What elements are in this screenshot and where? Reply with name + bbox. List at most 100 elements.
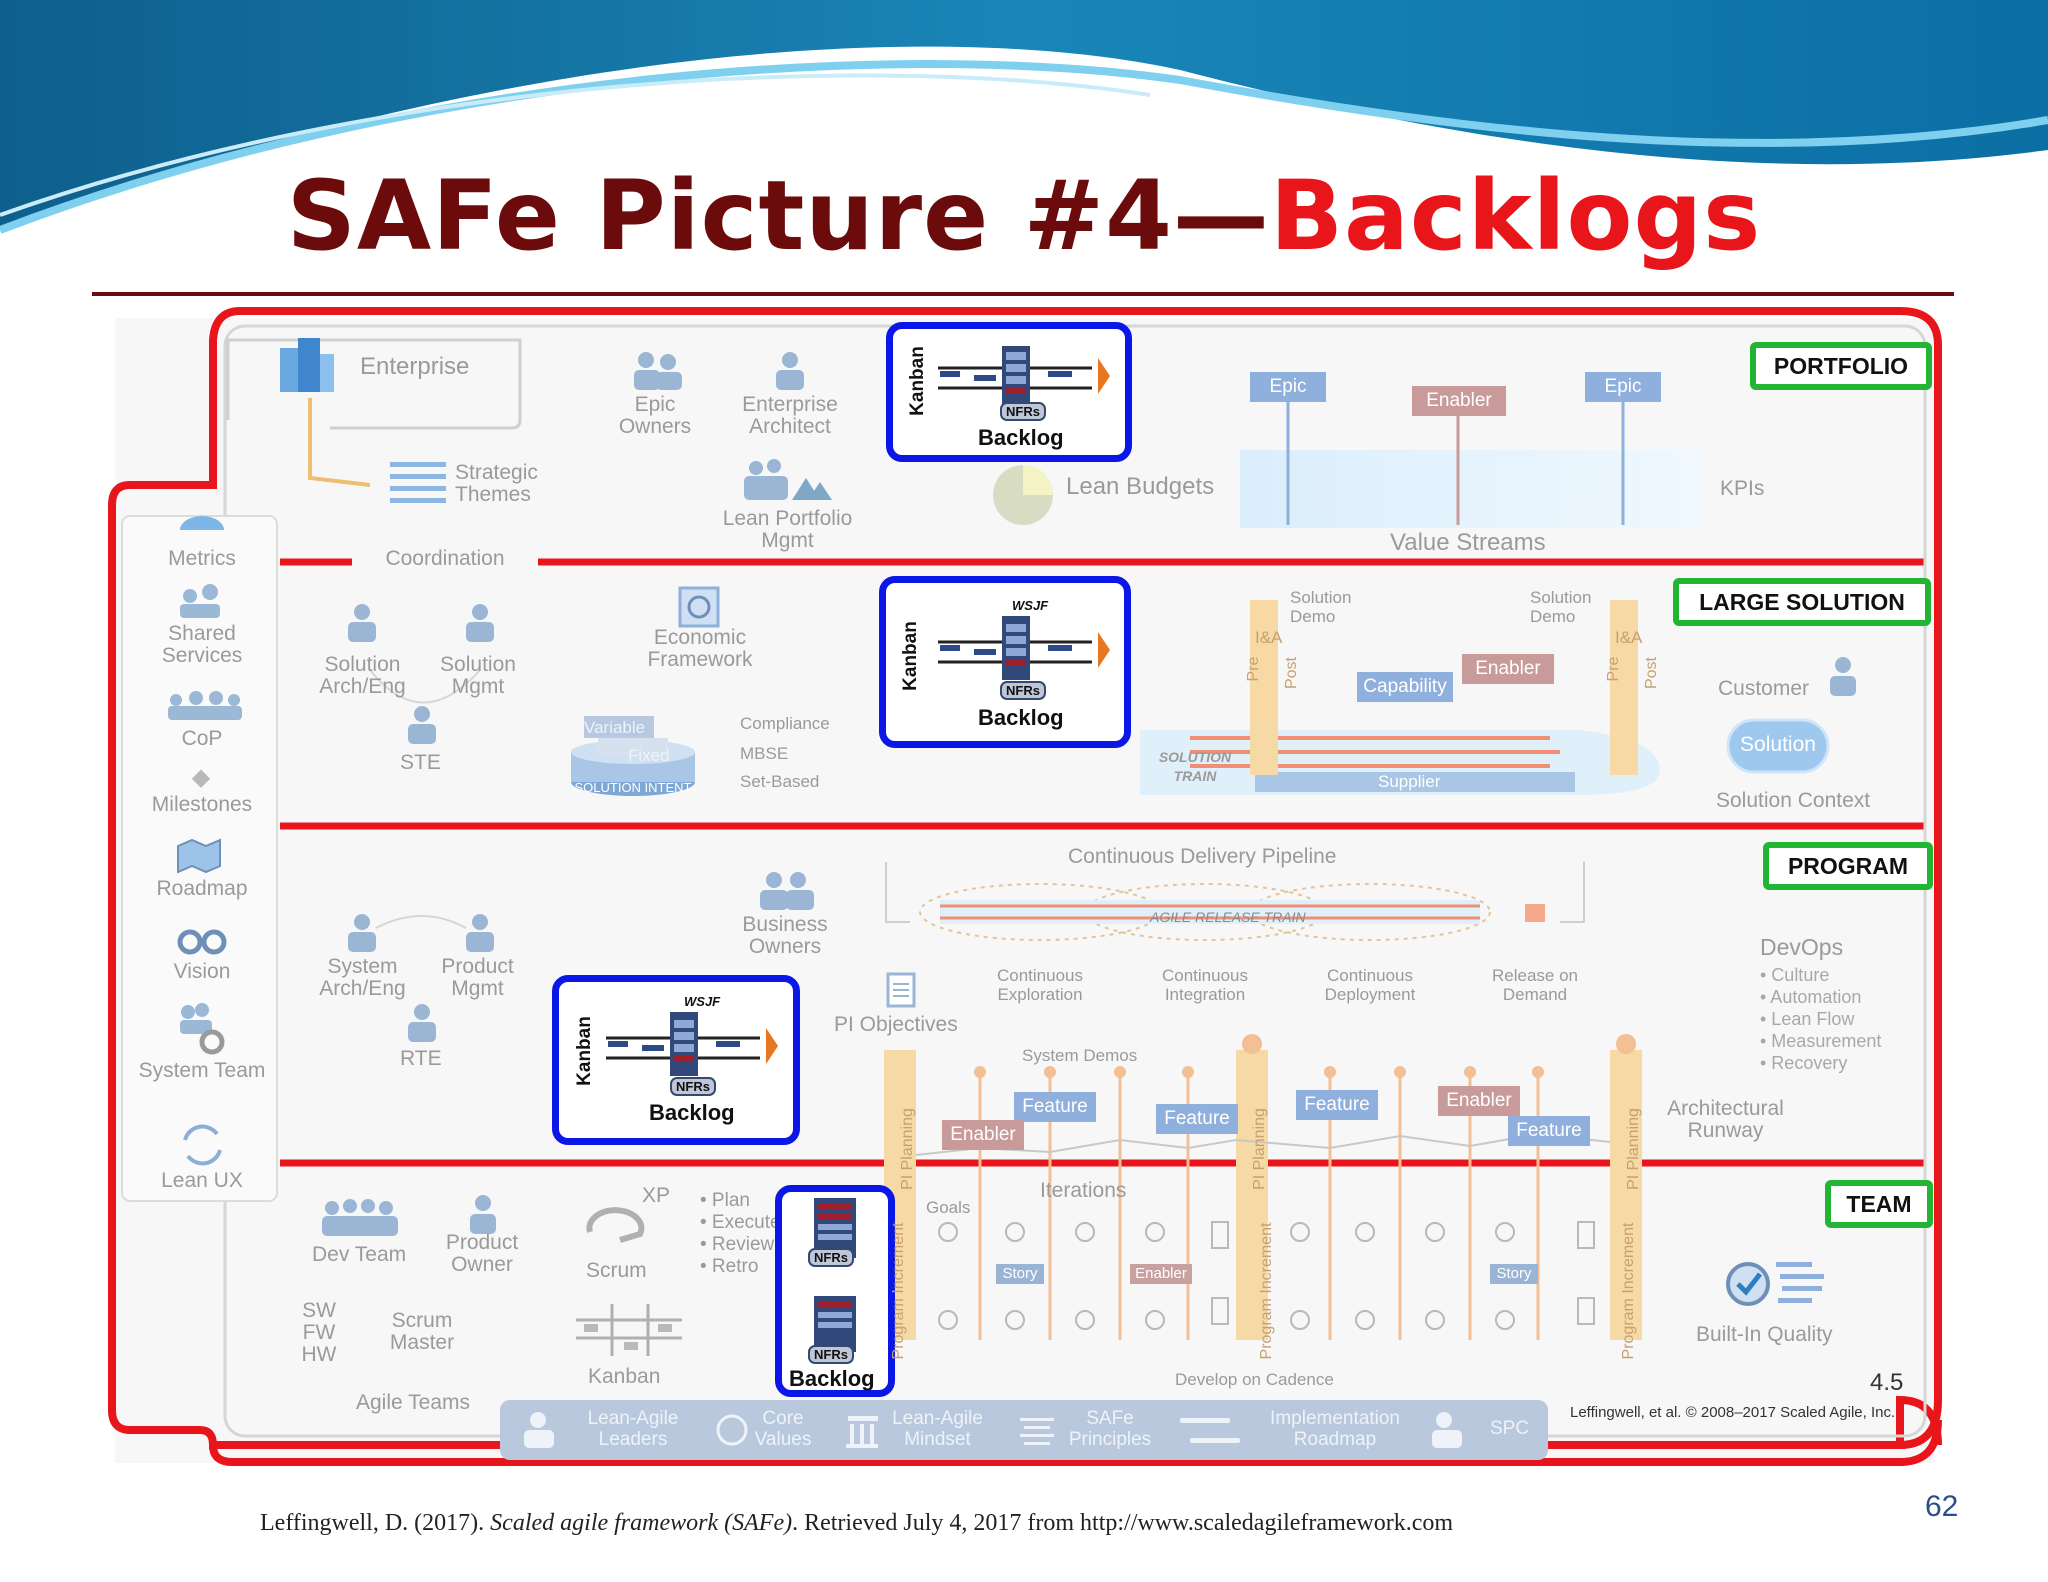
plan-item-plan: • Plan xyxy=(700,1190,750,1211)
sidebar-metrics: Metrics xyxy=(168,547,236,570)
value-streams-label: Value Streams xyxy=(1390,529,1546,556)
roadmap-foundation-icon xyxy=(1180,1418,1240,1443)
roadmap-icon xyxy=(177,838,221,874)
sidebar-vision: Vision xyxy=(173,960,231,983)
economic-framework-label: Economic Framework xyxy=(647,626,753,671)
portfolio-nfrs-label: NFRs xyxy=(1000,402,1046,421)
lean-portfolio-mgmt-icon xyxy=(744,459,832,500)
continuous-delivery-pipeline-graphic xyxy=(885,862,1585,941)
plan-item-retro: • Retro xyxy=(700,1256,759,1277)
foundation-bar xyxy=(500,1400,1548,1460)
foundation-lean-agile-mindset: Lean-Agile Mindset xyxy=(892,1408,983,1450)
post-label-1: Post xyxy=(1283,657,1300,690)
pi-planning-label-1: PI Planning xyxy=(899,1108,916,1190)
lean-ux-icon xyxy=(183,1124,222,1166)
sidebar-milestones: Milestones xyxy=(151,793,253,816)
feature-tag-3: Feature xyxy=(1296,1090,1378,1120)
solution-roles-icons xyxy=(348,604,494,744)
continuous-deployment-label: Continuous Deployment xyxy=(1324,966,1416,1004)
cop-icon xyxy=(168,691,242,720)
pre-label-1: Pre xyxy=(1245,656,1262,682)
ste-label: STE xyxy=(400,751,441,774)
enabler-tag-portfolio: Enabler xyxy=(1412,386,1506,416)
solution-train-graphic xyxy=(1140,600,1660,795)
devops-item-lean-flow: • Lean Flow xyxy=(1760,1009,1855,1029)
foundation-icons xyxy=(524,1412,1462,1448)
solution-intent-icon xyxy=(571,716,695,796)
level-portfolio: PORTFOLIO xyxy=(1750,342,1932,390)
citation-title: Scaled agile framework (SAFe) xyxy=(490,1510,793,1536)
fixed-label: Fixed xyxy=(628,746,670,765)
program-increment-label-3: Program Increment xyxy=(1620,1222,1637,1360)
epic-tag-2: Epic xyxy=(1585,372,1661,402)
epic-owners-label: Epic Owners xyxy=(618,393,692,438)
pi-planning-label-2: PI Planning xyxy=(1251,1108,1268,1190)
story-tag-2: Story xyxy=(1490,1264,1538,1284)
pi-planning-label-3: PI Planning xyxy=(1625,1108,1642,1190)
citation: Leffingwell, D. (2017). Scaled agile fra… xyxy=(260,1510,1453,1537)
header-wave xyxy=(0,0,2048,234)
compliance-label: Compliance xyxy=(740,714,830,733)
continuous-exploration-label: Continuous Exploration xyxy=(996,966,1083,1004)
program-wsjf-label: WSJF xyxy=(684,994,721,1009)
develop-on-cadence-label: Develop on Cadence xyxy=(1175,1370,1334,1389)
solution-context-label: Solution Context xyxy=(1716,789,1871,812)
scrum-master-label: Scrum Master xyxy=(389,1309,455,1354)
principles-icon xyxy=(1020,1418,1054,1445)
large-solution-nfrs-label: NFRs xyxy=(1000,681,1046,700)
sidebar-system-team: System Team xyxy=(138,1059,266,1082)
solution-train-label: SOLUTION TRAIN xyxy=(1158,749,1232,784)
large-solution-wsjf-label: WSJF xyxy=(1012,598,1049,613)
metrics-icon xyxy=(180,516,224,530)
title-accent: Backlogs xyxy=(1269,160,1762,272)
iterations-label: Iterations xyxy=(1040,1179,1127,1202)
team-kanban-label: Kanban xyxy=(588,1365,661,1388)
pre-label-2: Pre xyxy=(1605,656,1622,682)
foundation-safe-principles: SAFe Principles xyxy=(1068,1408,1152,1450)
plan-item-review: • Review xyxy=(700,1234,775,1255)
sidebar-lean-ux: Lean UX xyxy=(161,1169,243,1192)
mindset-icon xyxy=(846,1416,878,1448)
strategic-themes-label: Strategic Themes xyxy=(455,461,538,506)
set-based-label: Set-Based xyxy=(740,772,820,791)
feature-tag-1: Feature xyxy=(1014,1092,1096,1122)
continuous-delivery-pipeline-label: Continuous Delivery Pipeline xyxy=(1060,846,1345,868)
leaders-icon xyxy=(524,1412,554,1448)
enterprise-architect-icon xyxy=(776,352,804,390)
lean-budgets-pie-icon xyxy=(993,465,1053,525)
lean-portfolio-mgmt-label: Lean Portfolio Mgmt xyxy=(722,507,853,552)
pi-objectives-icon xyxy=(886,972,916,1008)
title-underline xyxy=(92,292,1954,296)
ia-label-1: I&A xyxy=(1255,628,1283,647)
coordination-label: Coordination xyxy=(352,548,538,570)
program-increment-label-1: Program Increment xyxy=(890,1222,907,1360)
solution-demo-label-2: Solution Demo xyxy=(1530,588,1592,626)
devops-label: DevOps xyxy=(1760,934,1844,960)
enterprise-label: Enterprise xyxy=(360,353,470,380)
enterprise-icon xyxy=(280,338,334,392)
devops-item-measurement: • Measurement xyxy=(1760,1031,1882,1051)
built-in-quality-label: Built-In Quality xyxy=(1696,1323,1833,1346)
shared-services-icon xyxy=(180,584,220,618)
epic-stems xyxy=(1286,402,1625,525)
enterprise-architect-label: Enterprise Architect xyxy=(742,393,838,438)
slide-title: SAFe Picture #4—Backlogs xyxy=(0,160,2048,272)
vision-icon xyxy=(177,929,227,955)
xp-label: XP xyxy=(642,1184,671,1207)
foundation-implementation-roadmap: Implementation Roadmap xyxy=(1270,1408,1400,1450)
foundation-lean-agile-leaders: Lean-Agile Leaders xyxy=(587,1408,679,1450)
large-solution-kanban-board-icon xyxy=(938,616,1110,680)
core-values-icon xyxy=(716,1414,748,1446)
solution-arch-eng-label: Solution Arch/Eng xyxy=(319,653,406,698)
architectural-runway-label: Architectural Runway xyxy=(1667,1097,1784,1142)
epic-owners-icon xyxy=(634,352,682,390)
level-large-solution: LARGE SOLUTION xyxy=(1673,578,1931,626)
feature-tag-4: Feature xyxy=(1508,1116,1590,1146)
large-solution-kanban-label: Kanban xyxy=(900,621,921,691)
solution-bubble-icon xyxy=(1726,718,1830,774)
version-label: 4.5 xyxy=(1870,1369,1904,1396)
release-on-demand-label: Release on Demand xyxy=(1491,966,1578,1004)
sidebar-cop: CoP xyxy=(181,727,223,750)
citation-prefix: Leffingwell, D. (2017). xyxy=(260,1510,491,1536)
